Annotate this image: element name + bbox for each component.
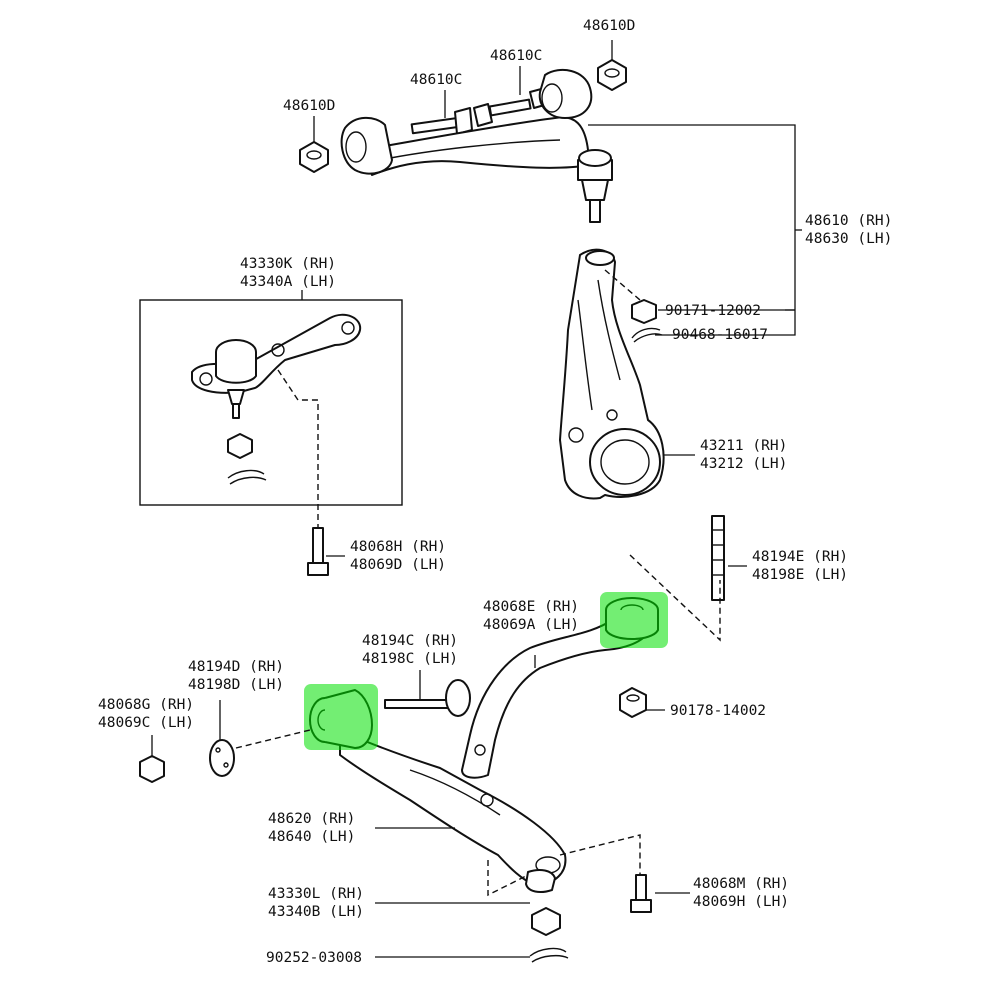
callout-90252: 90252-03008 [266,950,362,966]
upper-arm-body [340,68,613,223]
callout-90171: 90171-12002 [665,303,761,319]
callout-48068h-rh: 48068H (RH) [350,539,446,555]
callout-43330l-rh: 43330L (RH) [268,886,364,902]
front-bushing-highlight [600,592,668,648]
cotter-pin-90252 [529,947,569,963]
callout-48194c-rh: 48194C (RH) [362,633,458,649]
callout-48068g-rh: 48068G (RH) [98,697,194,713]
dashed-guide-lower-right [559,834,641,880]
bracket-48610 [588,124,802,336]
callout-48198e-lh: 48198E (LH) [752,567,848,583]
bolt-48194c [384,679,471,717]
nut-48068g [139,755,165,783]
callout-48069h-lh: 48069H (LH) [693,894,789,910]
callout-48610c-mid: 48610C [490,48,542,64]
callout-43212-lh: 43212 (LH) [700,456,787,472]
callout-48069a-lh: 48069A (LH) [483,617,579,633]
callout-48610d-top: 48610D [583,18,635,34]
callout-labels: 48610D 48610C 48610C 48610D 48610 (RH) 4… [98,18,892,966]
callout-48198c-lh: 48198C (LH) [362,651,458,667]
washer-48194d [209,729,311,777]
leader-lines [151,40,795,958]
callout-90178: 90178-14002 [670,703,766,719]
bolt-48068h [307,527,329,576]
callout-48068m-rh: 48068M (RH) [693,876,789,892]
callout-48610d-left: 48610D [283,98,335,114]
stud-48194e [711,515,725,601]
callout-48198d-lh: 48198D (LH) [188,677,284,693]
callout-43211-rh: 43211 (RH) [700,438,787,454]
callout-48610c-left: 48610C [410,72,462,88]
callout-48640-lh: 48640 (LH) [268,829,355,845]
callout-48194d-rh: 48194D (RH) [188,659,284,675]
cotter-pin-90468 [631,327,663,343]
callout-48194e-rh: 48194E (RH) [752,549,848,565]
callout-48610-rh: 48610 (RH) [805,213,892,229]
steering-knuckle [559,248,665,500]
callout-48620-rh: 48620 (RH) [268,811,355,827]
nut-48610d-left [299,141,329,173]
callout-43330k-rh: 43330K (RH) [240,256,336,272]
castle-nut-43330l [531,907,561,936]
callout-48630-lh: 48630 (LH) [805,231,892,247]
callout-48069d-lh: 48069D (LH) [350,557,446,573]
nut-48610d-top [597,59,627,91]
callout-48068e-rh: 48068E (RH) [483,599,579,615]
dashed-guide-rear [629,554,721,642]
lower-ball-joint-box [139,290,403,530]
callout-90468: 90468-16017 [672,327,768,343]
nut-90178 [619,687,647,718]
castle-nut-90171 [604,269,657,324]
upper-control-arm-group [299,59,627,223]
rear-bushing-highlight [304,684,378,750]
callout-43340b-lh: 43340B (LH) [268,904,364,920]
callout-48069c-lh: 48069C (LH) [98,715,194,731]
bolt-48610c-left [410,107,473,135]
bolt-48068m [630,874,652,913]
dashed-guide-lower [487,860,529,897]
callout-43340a-lh: 43340A (LH) [240,274,336,290]
